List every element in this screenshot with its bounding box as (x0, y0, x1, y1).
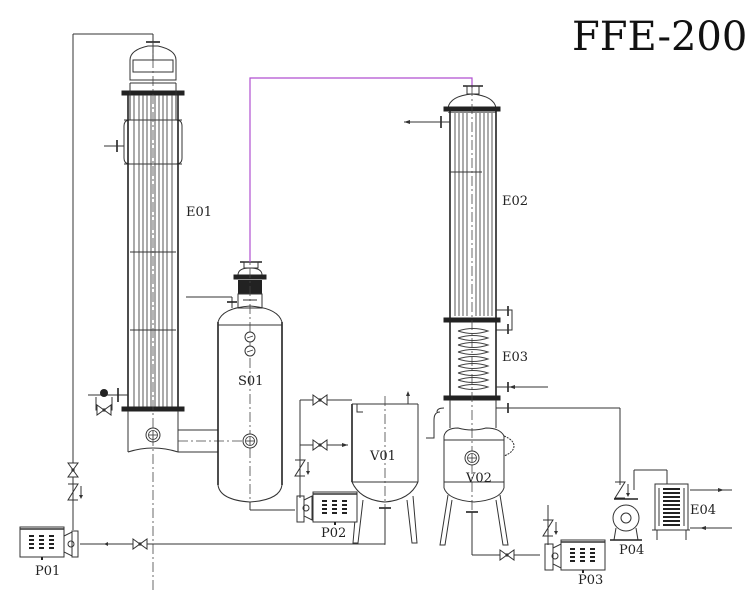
check-valve-p02 (294, 459, 311, 477)
pump-p02[interactable]: P02 (296, 491, 358, 541)
feed-tank-v01[interactable]: V01 (351, 391, 419, 545)
condenser-e02[interactable]: E02 (404, 85, 528, 334)
label-p01: P01 (35, 564, 60, 579)
separator-s01[interactable]: S01 (186, 250, 283, 508)
vapor-line (249, 77, 473, 262)
duct-e01-s01 (178, 429, 250, 453)
heat-exchanger-e04[interactable]: E04 (652, 483, 716, 540)
label-p02: P02 (321, 526, 346, 541)
label-v02: V02 (465, 471, 492, 486)
label-p04: P04 (619, 543, 644, 558)
label-e02: E02 (502, 194, 528, 209)
label-e03: E03 (502, 350, 528, 365)
valve-recirc[interactable] (312, 394, 328, 406)
coil-cooler-e03[interactable]: E03 (443, 317, 620, 413)
valve-feed[interactable] (312, 439, 328, 451)
label-e04: E04 (690, 503, 716, 518)
valve-p01-discharge[interactable] (67, 462, 79, 478)
receiver-v02[interactable]: V02 (426, 400, 515, 546)
evaporator-e01[interactable]: E01 (88, 41, 212, 453)
check-valve-p03 (542, 519, 559, 537)
label-s01: S01 (238, 374, 263, 389)
check-valve-p01 (67, 483, 84, 501)
vacuum-pump-p04[interactable]: P04 (610, 498, 644, 558)
label-p03: P03 (578, 573, 603, 588)
pump-p01[interactable]: P01 (19, 526, 79, 579)
pump-p03[interactable]: P03 (544, 539, 606, 588)
label-e01: E01 (186, 205, 212, 220)
check-valve-p04 (614, 481, 631, 499)
label-v01: V01 (369, 449, 396, 464)
diagram-title: FFE-200 (572, 14, 747, 60)
valve-condensate[interactable] (499, 549, 515, 561)
valve-suction[interactable] (132, 538, 148, 550)
